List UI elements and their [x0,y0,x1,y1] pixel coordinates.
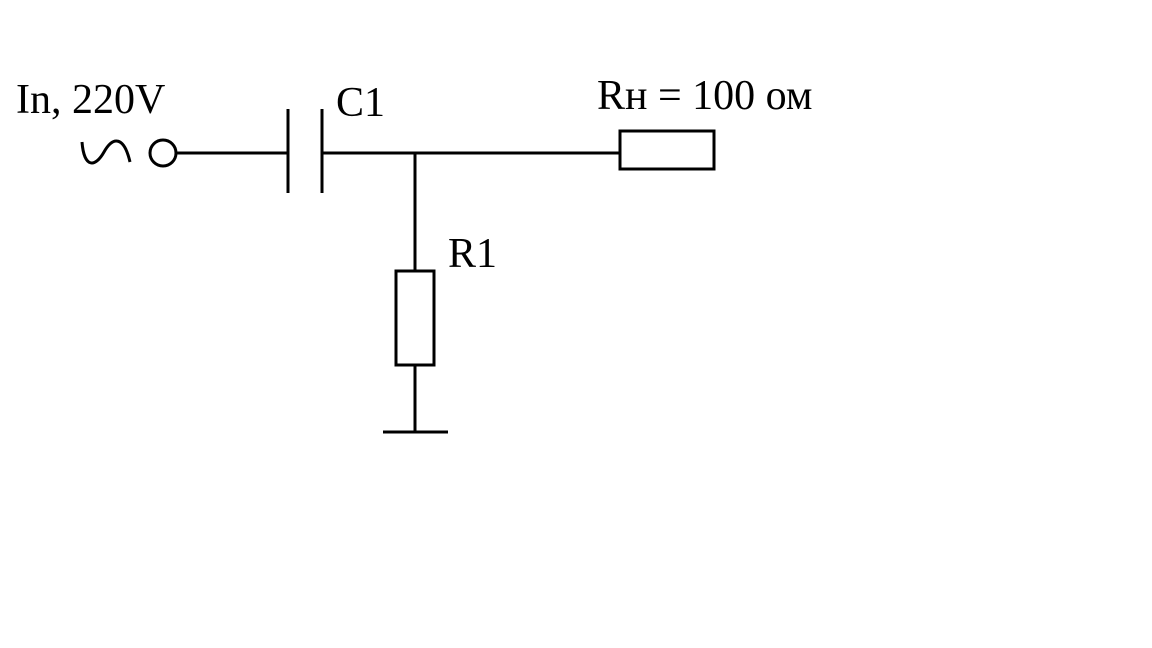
shunt-resistor-label: R1 [448,231,497,277]
input-label: In, 220V [16,77,165,123]
input-terminal-icon [148,138,178,168]
shunt-resistor-r1 [394,269,436,367]
ac-source-icon [80,139,132,165]
capacitor-label: C1 [336,80,385,126]
capacitor-c1 [286,109,324,193]
load-resistor [618,129,716,171]
load-resistor-label: Rн = 100 ом [597,73,812,119]
